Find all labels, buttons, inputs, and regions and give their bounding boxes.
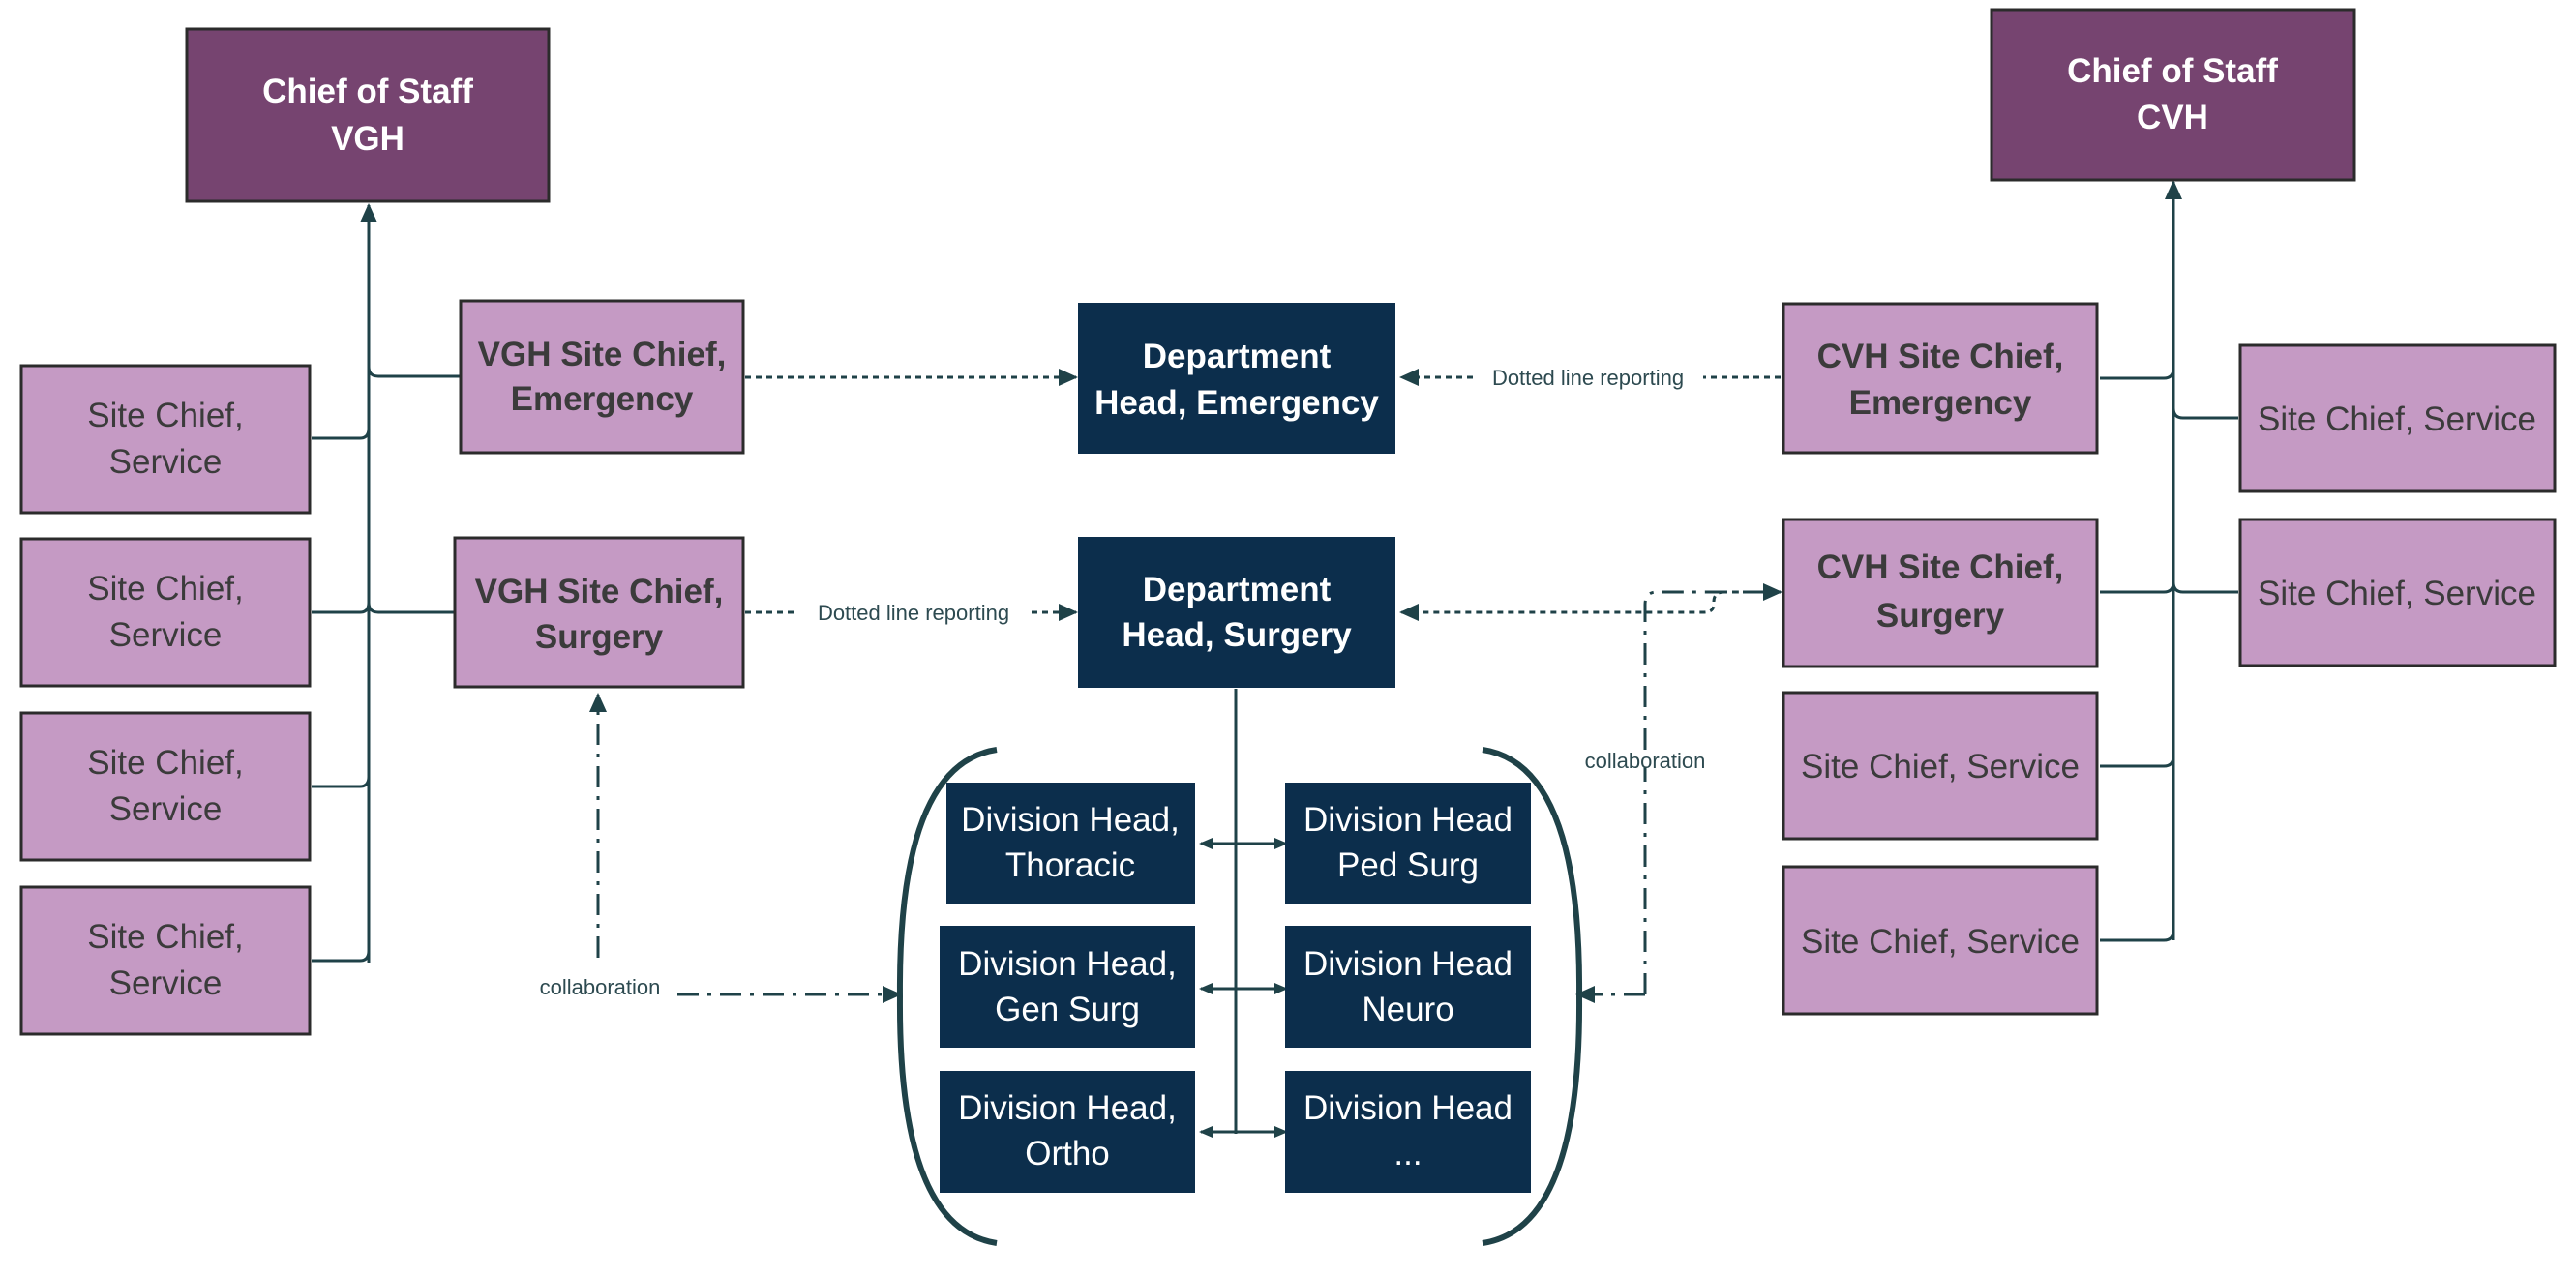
vgh-service-box-1[interactable]: Site Chief, Service [19,364,312,515]
cvh-surgery-line-2: Surgery [1876,597,2005,635]
department-head-emergency-box[interactable]: Department Head, Emergency [1078,303,1395,454]
division-connectors [1199,689,1288,1138]
cvh-service-box-2[interactable]: Site Chief, Service [2238,518,2557,667]
dept-surgery-line-2: Head, Surgery [1122,616,1352,654]
cvh-service-2-connector [2172,581,2238,594]
division-ped-surg-line-1: Division Head [1303,801,1513,839]
cvh-emergency-line-2: Emergency [1849,384,2032,422]
vgh-emergency-connector [367,366,461,378]
vgh-chief-box[interactable]: Chief of Staff VGH [185,27,551,203]
dotted-line-reporting-label-vgh: Dotted line reporting [818,601,1009,625]
collaboration-label-left: collaboration [540,975,661,999]
vgh-service-1-line-2: Service [109,443,223,481]
collaboration-lines [589,583,1782,1003]
cvh-surgery-chief-box[interactable]: CVH Site Chief, Surgery [1782,518,2099,668]
cvh-surgery-dotted-line [1399,590,1725,621]
vgh-connectors [312,203,461,963]
vgh-service-box-3[interactable]: Site Chief, Service [19,711,312,862]
cvh-service-box-3[interactable]: Site Chief, Service [1782,691,2099,841]
dept-emergency-line-2: Head, Emergency [1094,384,1379,422]
vgh-chief-line-1: Chief of Staff [262,73,473,110]
cvh-chief-line-1: Chief of Staff [2067,52,2278,90]
division-more-line-2: ... [1393,1135,1422,1172]
division-gen-surg-line-1: Division Head, [958,945,1177,983]
cvh-service-1-connector [2172,407,2238,420]
division-ortho-box[interactable]: Division Head, Ortho [940,1071,1195,1193]
cvh-emergency-connector [2100,368,2175,380]
vgh-service-box-4[interactable]: Site Chief, Service [19,885,312,1036]
vgh-service-2-line-2: Service [109,616,223,654]
vgh-service-4-line-2: Service [109,964,223,1002]
division-thoracic-line-1: Division Head, [961,801,1180,839]
vgh-emergency-line-2: Emergency [511,380,694,418]
division-gen-surg-line-2: Gen Surg [995,991,1140,1028]
cvh-surgery-line-1: CVH Site Chief, [1817,549,2064,586]
cvh-chief-line-2: CVH [2137,99,2208,136]
division-thoracic-box[interactable]: Division Head, Thoracic [946,783,1195,904]
cvh-service-box-4[interactable]: Site Chief, Service [1782,865,2099,1016]
vgh-service-2-connector [312,602,371,614]
vgh-service-3-line-1: Site Chief, [87,744,243,782]
dept-emergency-line-1: Department [1143,338,1332,375]
vgh-service-box-2[interactable]: Site Chief, Service [19,537,312,688]
division-ped-surg-line-2: Ped Surg [1337,846,1479,884]
cvh-emergency-line-1: CVH Site Chief, [1817,338,2064,375]
division-ortho-line-1: Division Head, [958,1089,1177,1127]
cvh-service-1-label: Site Chief, Service [2258,400,2536,438]
cvh-service-3-connector [2100,756,2175,768]
vgh-service-1-line-1: Site Chief, [87,397,243,434]
vgh-chief-line-2: VGH [331,120,404,158]
cvh-service-2-label: Site Chief, Service [2258,575,2536,612]
collaboration-right-vertical-upper [1643,583,1782,750]
cvh-emergency-chief-box[interactable]: CVH Site Chief, Emergency [1782,302,2099,455]
cvh-chief-box[interactable]: Chief of Staff CVH [1990,8,2356,182]
department-head-surgery-box[interactable]: Department Head, Surgery [1078,537,1395,688]
vgh-surgery-line-2: Surgery [535,618,664,656]
division-more-line-1: Division Head [1303,1089,1513,1127]
cvh-connectors [2100,180,2238,942]
division-neuro-line-2: Neuro [1362,991,1453,1028]
left-bracket [896,747,998,1246]
division-ortho-line-2: Ortho [1025,1135,1110,1172]
vgh-service-1-connector [312,428,371,440]
dotted-reporting-lines [745,369,1781,621]
cvh-service-4-label: Site Chief, Service [1801,923,2080,961]
division-thoracic-line-2: Thoracic [1005,846,1135,884]
division-neuro-box[interactable]: Division Head Neuro [1285,926,1531,1048]
vgh-emergency-chief-box[interactable]: VGH Site Chief, Emergency [459,299,745,455]
cvh-service-box-1[interactable]: Site Chief, Service [2238,343,2557,493]
cvh-surgery-connector [2100,581,2175,594]
right-bracket [1482,747,1583,1246]
vgh-surgery-chief-box[interactable]: VGH Site Chief, Surgery [453,536,745,689]
vgh-surgery-connector [367,602,455,614]
vgh-service-4-line-1: Site Chief, [87,918,243,956]
vgh-service-3-connector [312,776,371,788]
dept-surgery-line-1: Department [1143,571,1332,608]
dotted-line-reporting-label-cvh: Dotted line reporting [1492,366,1684,390]
division-ped-surg-box[interactable]: Division Head Ped Surg [1285,783,1531,904]
division-more-box[interactable]: Division Head ... [1285,1071,1531,1193]
vgh-service-4-connector [312,950,371,963]
vgh-surgery-line-1: VGH Site Chief, [475,573,724,610]
vgh-service-3-line-2: Service [109,790,223,828]
collaboration-label-right: collaboration [1585,749,1706,773]
division-gen-surg-box[interactable]: Division Head, Gen Surg [940,926,1195,1048]
cvh-service-3-label: Site Chief, Service [1801,748,2080,786]
vgh-emergency-line-1: VGH Site Chief, [478,336,727,373]
division-neuro-line-1: Division Head [1303,945,1513,983]
vgh-service-2-line-1: Site Chief, [87,570,243,608]
cvh-service-4-connector [2100,930,2175,942]
